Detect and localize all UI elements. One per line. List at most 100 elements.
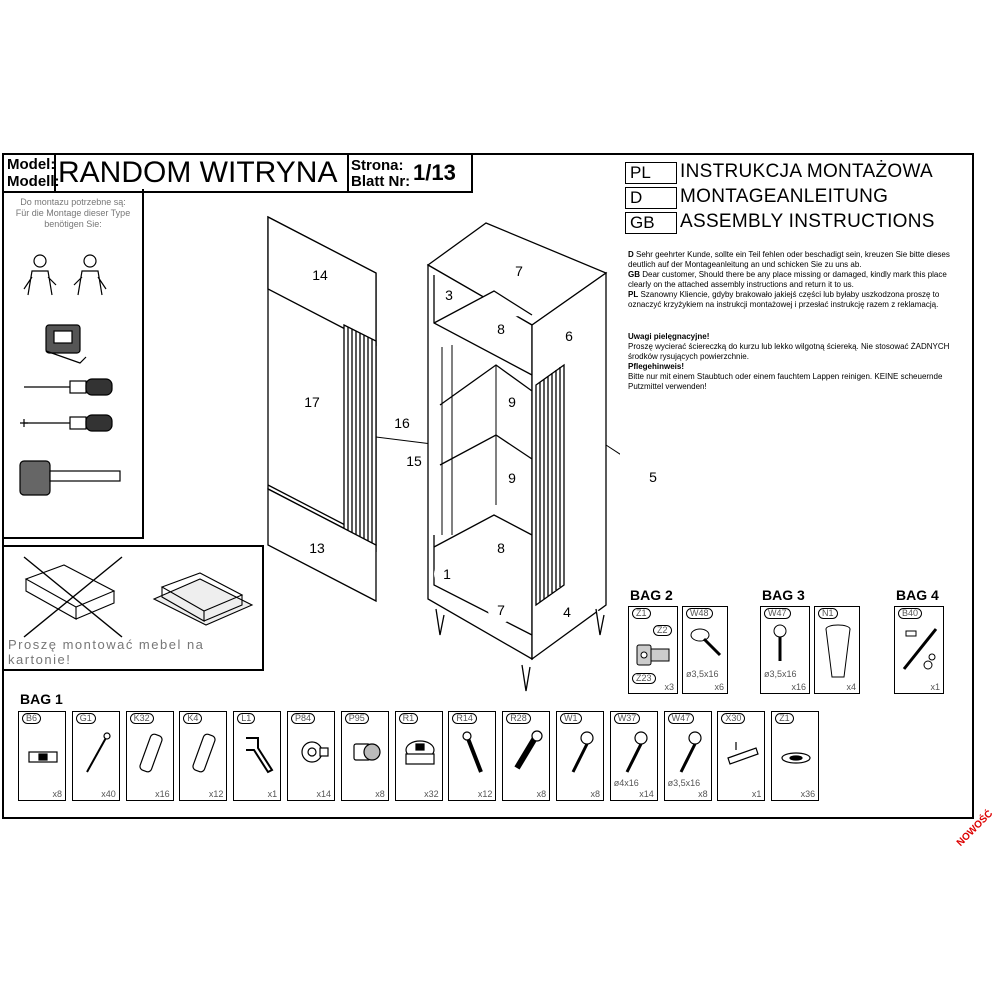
part-qty: x4 bbox=[846, 682, 856, 692]
tape-measure-icon bbox=[45, 324, 87, 364]
dowel-icon bbox=[192, 733, 217, 773]
bracket-icon bbox=[727, 742, 760, 765]
page-box: Strona: Blatt Nr: 1/13 bbox=[347, 153, 473, 193]
care-pl-title: Uwagi pielęgnacyjne! bbox=[628, 332, 710, 341]
part-qty: x6 bbox=[714, 682, 724, 692]
part-bag1-z1: Z1 x36 bbox=[771, 711, 820, 801]
cam-lock-icon bbox=[404, 740, 435, 765]
bag4-label: BAG 4 bbox=[896, 587, 939, 603]
two-persons-icon bbox=[23, 254, 107, 296]
part-bag1-p84: P84 x14 bbox=[287, 711, 335, 801]
part-code: L1 bbox=[237, 713, 256, 724]
dowel-icon bbox=[138, 733, 163, 773]
panel-number-16: 16 bbox=[389, 410, 415, 436]
tools-illustration bbox=[19, 254, 121, 496]
notice-block: D Sehr geehrter Kunde, sollte ein Teil f… bbox=[628, 250, 962, 392]
page-label-pl: Strona: bbox=[351, 157, 404, 174]
part-bag2-z: Z1 Z2 Z23 x3 bbox=[628, 606, 678, 694]
lang-text-pl: INSTRUKCJA MONTAŻOWA bbox=[680, 161, 933, 182]
notice-d-prefix: D bbox=[628, 250, 634, 259]
part-bag1-k32: K32 x16 bbox=[125, 711, 174, 801]
part-code: Z1 bbox=[775, 713, 794, 724]
notice-gb-prefix: GB bbox=[628, 270, 640, 279]
part-qty: x8 bbox=[590, 789, 600, 799]
model-label-de: Modell: bbox=[7, 173, 60, 190]
bag3-label: BAG 3 bbox=[762, 587, 805, 603]
panel-number-8-bottom: 8 bbox=[488, 535, 514, 561]
notice-pl-prefix: PL bbox=[628, 290, 639, 299]
notice-gb-text: Dear customer, Should there be any place… bbox=[628, 270, 947, 289]
screwdriver-flat-icon bbox=[24, 378, 113, 396]
part-qty: x16 bbox=[155, 789, 170, 799]
panel-number-3: 3 bbox=[436, 282, 462, 308]
part-qty: x1 bbox=[751, 789, 762, 799]
notice-d-text: Sehr geehrter Kunde, sollte ein Teil feh… bbox=[628, 250, 950, 269]
model-label-box: Model: Modell: bbox=[2, 153, 60, 193]
part-code: B40 bbox=[898, 608, 923, 619]
screw-icon bbox=[773, 624, 787, 661]
part-qty: x14 bbox=[316, 789, 331, 799]
part-code: R28 bbox=[506, 713, 531, 724]
page-title: RANDOM WITRYNA bbox=[58, 156, 338, 189]
part-code: K32 bbox=[129, 713, 154, 724]
part-qty: x1 bbox=[267, 789, 278, 799]
part-qty: x14 bbox=[639, 789, 654, 799]
panel-number-5: 5 bbox=[640, 464, 666, 490]
hammer-icon bbox=[19, 460, 121, 496]
part-code: X30 bbox=[721, 713, 746, 724]
part-code: R1 bbox=[398, 713, 419, 724]
part-bag3-w47: W47 ø3,5x16 x16 bbox=[760, 606, 810, 694]
panel-number-1: 1 bbox=[434, 561, 460, 587]
part-qty: x36 bbox=[800, 789, 816, 799]
cam-bolt-icon bbox=[462, 731, 484, 773]
part-qty: x1 bbox=[930, 682, 940, 692]
panel-number-14: 14 bbox=[307, 262, 333, 288]
allen-key-icon bbox=[246, 737, 274, 774]
part-code-3: Z23 bbox=[632, 673, 656, 684]
screw-icon bbox=[679, 731, 702, 773]
ribbed-strip-left bbox=[343, 323, 377, 553]
panel-number-8-top: 8 bbox=[488, 316, 514, 342]
cap-icon bbox=[781, 752, 811, 764]
part-qty: x40 bbox=[101, 789, 116, 799]
part-bag2-w48: W48 ø3,5x16 x6 bbox=[682, 606, 728, 694]
panel-number-4: 4 bbox=[554, 599, 580, 625]
screw-icon bbox=[690, 628, 722, 657]
panel-number-7-top: 7 bbox=[506, 258, 532, 284]
lang-text-d: MONTAGEANLEITUNG bbox=[680, 186, 889, 207]
tools-text-pl: Do montazu potrzebne są: bbox=[20, 197, 126, 207]
wall-anchor-icon bbox=[902, 628, 938, 670]
lang-text-gb: ASSEMBLY INSTRUCTIONS bbox=[680, 211, 935, 232]
karton-illustration bbox=[23, 556, 254, 638]
panel-number-15: 15 bbox=[401, 448, 427, 474]
page-number: 1/13 bbox=[413, 160, 456, 185]
part-code: G1 bbox=[75, 713, 96, 724]
part-qty: x8 bbox=[52, 789, 62, 799]
panel-number-9-lower: 9 bbox=[499, 465, 525, 491]
part-code: P84 bbox=[291, 713, 316, 724]
karton-box: Proszę montować mebel na kartonie! bbox=[2, 545, 264, 671]
part-bag4-b40: B40 x1 bbox=[894, 606, 944, 694]
screwdriver-cross-icon bbox=[20, 414, 113, 432]
part-code: Z1 bbox=[632, 608, 651, 619]
karton-text: Proszę montować mebel na kartonie! bbox=[8, 637, 205, 667]
title-box: RANDOM WITRYNA bbox=[52, 153, 349, 193]
part-qty: x12 bbox=[208, 789, 224, 799]
part-bag3-n1: N1 x4 bbox=[814, 606, 860, 694]
lang-code-d: D bbox=[625, 187, 677, 209]
panel-number-6: 6 bbox=[556, 323, 582, 349]
leg-icon bbox=[825, 624, 851, 678]
part-code: P95 bbox=[344, 713, 369, 724]
part-size: ø4x16 bbox=[613, 778, 639, 788]
notice-pl-text: Szanowny Kliencie, gdyby brakowało jakie… bbox=[628, 290, 940, 309]
part-code: W48 bbox=[686, 608, 713, 619]
lang-code-gb: GB bbox=[625, 212, 677, 234]
part-code-2: Z2 bbox=[653, 625, 672, 636]
